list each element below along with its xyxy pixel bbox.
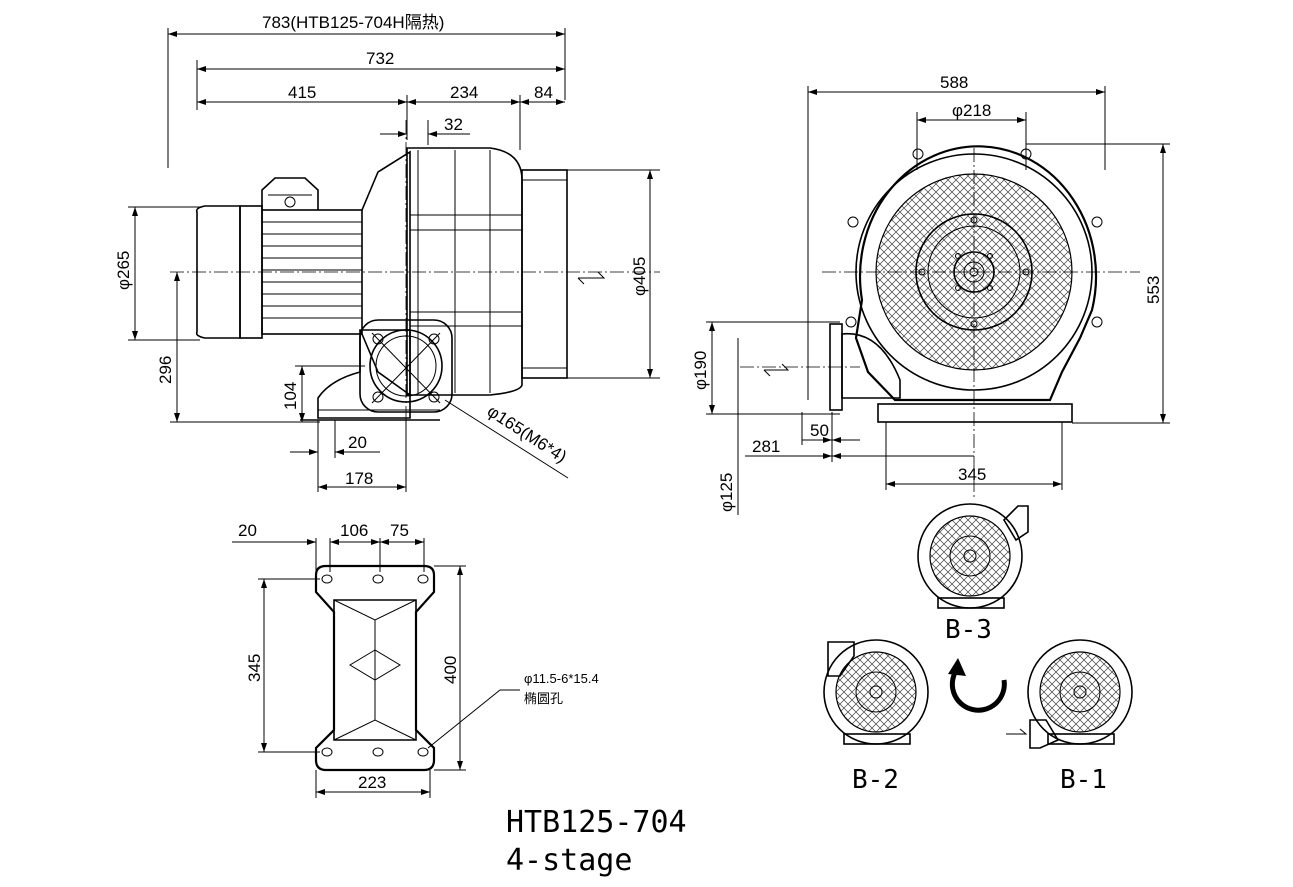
dim-width: 588 [940,73,968,92]
dim-port-inner: φ125 [717,473,736,512]
orientation-label-b1: B-1 [1060,765,1107,795]
front-view: 588 φ218 [691,73,1170,515]
dim-flange-bolt: φ165(M6*4) [484,401,570,466]
base-view: 20 106 75 345 400 223 φ11.5-6*15.4 椭圆孔 [232,521,599,798]
orientation-label-b3: B-3 [945,615,992,645]
dim-base-len: 178 [345,469,373,488]
dim-overall-insulated: 783(HTB125-704H隔热) [262,13,444,32]
dim-base-106: 106 [340,521,368,540]
dim-base-w: 345 [958,465,986,484]
dim-port-dia: φ190 [691,351,710,390]
dim-inlet-h: 104 [281,382,300,410]
side-view: 783(HTB125-704H隔热) 732 415 234 84 32 [114,13,660,492]
model-title: HTB125-704 [506,805,687,840]
orientation-b3: B-3 [917,503,1029,645]
dim-base-345: 345 [245,654,264,682]
dim-center-h: 296 [156,356,175,384]
dim-motor-dia: φ265 [114,251,133,290]
hole-note-line1: φ11.5-6*15.4 [524,671,599,686]
dim-outlet-len: 84 [534,83,553,102]
dim-base-20: 20 [238,521,257,540]
dim-motor-len: 415 [288,83,316,102]
hole-note-line2: 椭圆孔 [524,691,563,706]
dim-offset-50: 50 [810,421,829,440]
dim-base-off: 20 [348,433,367,452]
dim-base-400: 400 [441,656,460,684]
stage-label: 4-stage [506,843,632,878]
dim-height: 553 [1144,276,1163,304]
dim-inner-dia: φ218 [952,101,991,120]
orientation-b2: B-2 [823,639,929,795]
dim-base-223: 223 [358,773,386,792]
orientation-label-b2: B-2 [852,765,899,795]
dim-overall: 732 [366,49,394,68]
rotation-arrow-icon [948,658,1007,713]
dim-blower-len: 234 [450,83,478,102]
dim-flange-w: 32 [444,115,463,134]
dim-base-75: 75 [390,521,409,540]
dim-offset-281: 281 [752,437,780,456]
dim-outlet-dia: φ405 [630,257,649,296]
orientation-b1: B-1 [1006,639,1133,795]
